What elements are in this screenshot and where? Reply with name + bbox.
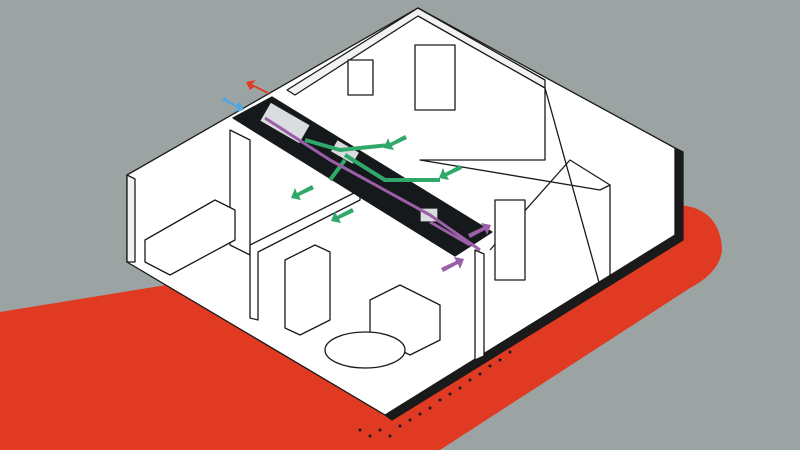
- desk: [144, 199, 236, 276]
- supply-ducts: [304, 138, 440, 182]
- extract-arrow-icon: [441, 257, 464, 272]
- supply-arrow-icon: [291, 185, 314, 200]
- extract-arrow-icon: [468, 223, 491, 238]
- left-wall: [126, 174, 136, 263]
- dot-pattern: [358, 350, 512, 438]
- interior-wall-3: [474, 249, 485, 361]
- intake-arrow-icon: [222, 97, 244, 112]
- interior-wall-4: [419, 87, 611, 287]
- wardrobe: [284, 244, 331, 336]
- exhaust-arrow-icon: [246, 80, 270, 95]
- supply-arrow-icon: [439, 165, 462, 180]
- extract-ducts: [264, 116, 481, 252]
- air-arrows: [222, 80, 491, 272]
- supply-arrow-icon: [384, 135, 407, 150]
- shower: [494, 199, 526, 281]
- ventilation-unit-icon: [258, 101, 312, 145]
- house: [126, 7, 684, 421]
- supply-arrow-icon: [331, 208, 354, 223]
- wardrobe-back: [414, 44, 456, 111]
- dining-table: [324, 331, 406, 369]
- window: [347, 59, 374, 96]
